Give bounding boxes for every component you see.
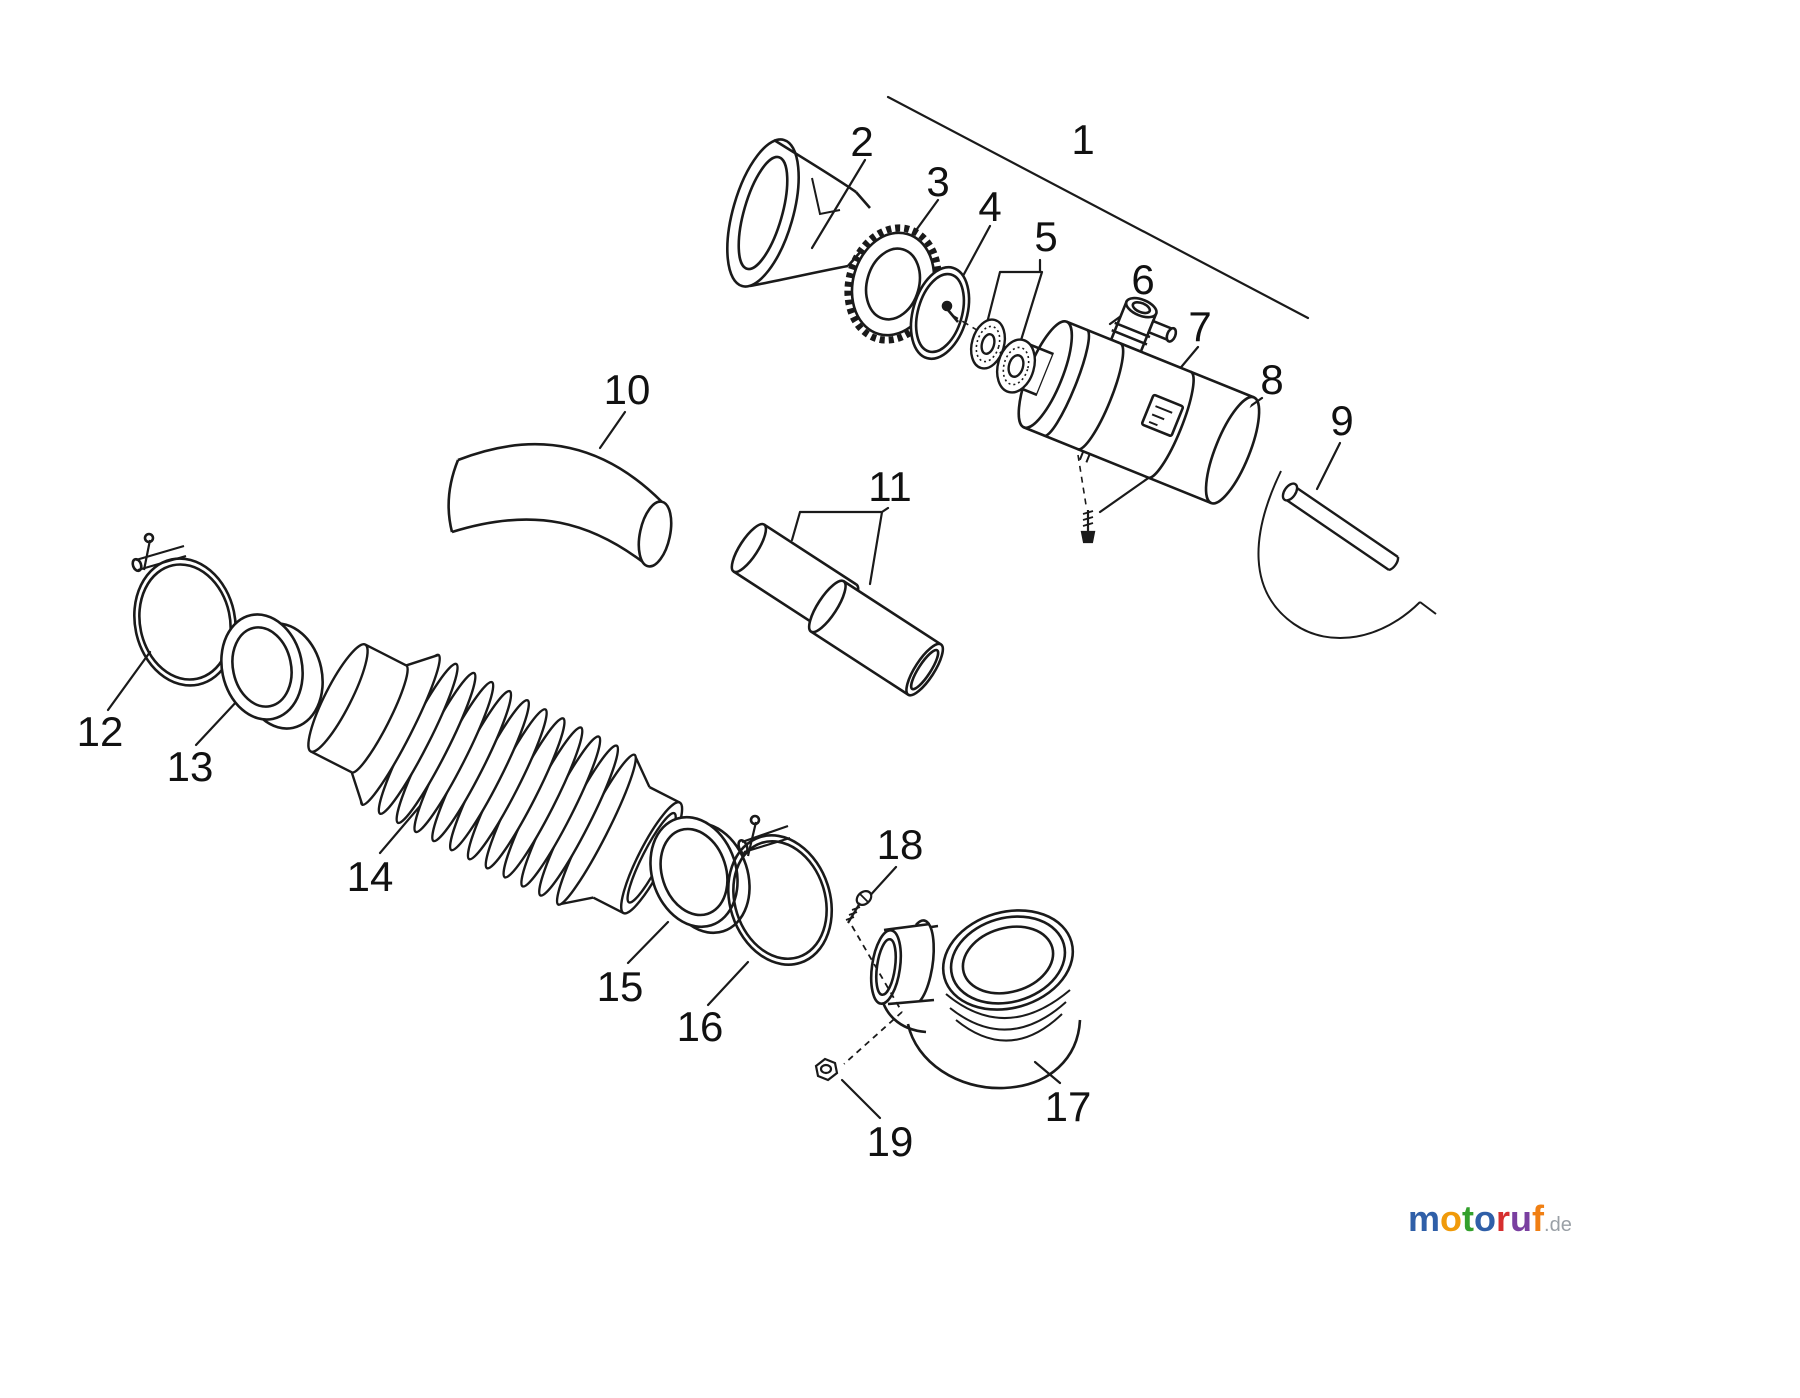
leader-10	[598, 410, 627, 450]
part-label-1: 1	[1071, 116, 1095, 163]
logo-letter: f	[1532, 1198, 1545, 1239]
part-2-inlet-horn	[726, 138, 871, 288]
part-13-adapter-ring	[220, 613, 324, 730]
part-label-7: 7	[1188, 303, 1212, 350]
part-label-16: 16	[676, 1003, 724, 1050]
leader-14	[378, 804, 422, 855]
part-label-13: 13	[166, 743, 214, 790]
part-14-bellows-hose	[307, 643, 684, 915]
motoruf-logo: motoruf.de	[1408, 1198, 1572, 1240]
part-19-nut	[814, 1057, 839, 1082]
logo-letter: o	[1474, 1198, 1497, 1239]
part-11-slip-tubes	[730, 522, 945, 697]
part-label-14: 14	[346, 853, 394, 900]
part-15-seal-ring	[649, 815, 751, 935]
leader-16	[706, 960, 750, 1007]
leader-13	[194, 698, 240, 747]
part-label-6: 6	[1131, 256, 1155, 303]
logo-suffix: .de	[1544, 1214, 1572, 1236]
part-5-discs	[969, 318, 1037, 394]
part-label-19: 19	[866, 1118, 914, 1165]
part-label-3: 3	[926, 158, 950, 205]
logo-letter: t	[1462, 1198, 1475, 1239]
part-12-hose-clamp	[131, 532, 237, 687]
logo-letter: u	[1510, 1198, 1533, 1239]
leader-11	[790, 506, 890, 586]
leader-lines	[106, 95, 1342, 1120]
leader-19	[840, 1078, 882, 1120]
part-label-2: 2	[850, 118, 874, 165]
leader-12	[106, 650, 152, 712]
part-18-screw	[843, 890, 903, 1065]
part-label-4: 4	[978, 183, 1002, 230]
part-label-12: 12	[76, 708, 124, 755]
part-6-outlet-fitting	[1109, 296, 1178, 354]
part-8-screw	[1077, 454, 1096, 544]
part-label-18: 18	[876, 821, 924, 868]
leader-17	[1033, 1060, 1062, 1085]
part-label-8: 8	[1260, 356, 1284, 403]
assembly-bracket-line	[886, 95, 1310, 320]
part-16-hose-clamp	[726, 814, 834, 966]
part-label-17: 17	[1044, 1083, 1092, 1130]
part-9-tube	[1257, 470, 1437, 640]
part-label-11: 11	[868, 463, 912, 510]
part-label-9: 9	[1330, 397, 1354, 444]
part-17-elbow	[869, 909, 1082, 1090]
leader-15	[626, 920, 670, 965]
leader-2	[810, 158, 867, 250]
logo-letter: o	[1440, 1198, 1463, 1239]
part-label-15: 15	[596, 963, 644, 1010]
logo-letter: m	[1408, 1198, 1441, 1239]
part-10-curved-tube	[447, 442, 673, 568]
leader-9	[1315, 441, 1342, 491]
part-label-10: 10	[603, 366, 651, 413]
leader-5	[984, 258, 1044, 352]
part-label-5: 5	[1034, 213, 1058, 260]
logo-letter: r	[1496, 1198, 1511, 1239]
